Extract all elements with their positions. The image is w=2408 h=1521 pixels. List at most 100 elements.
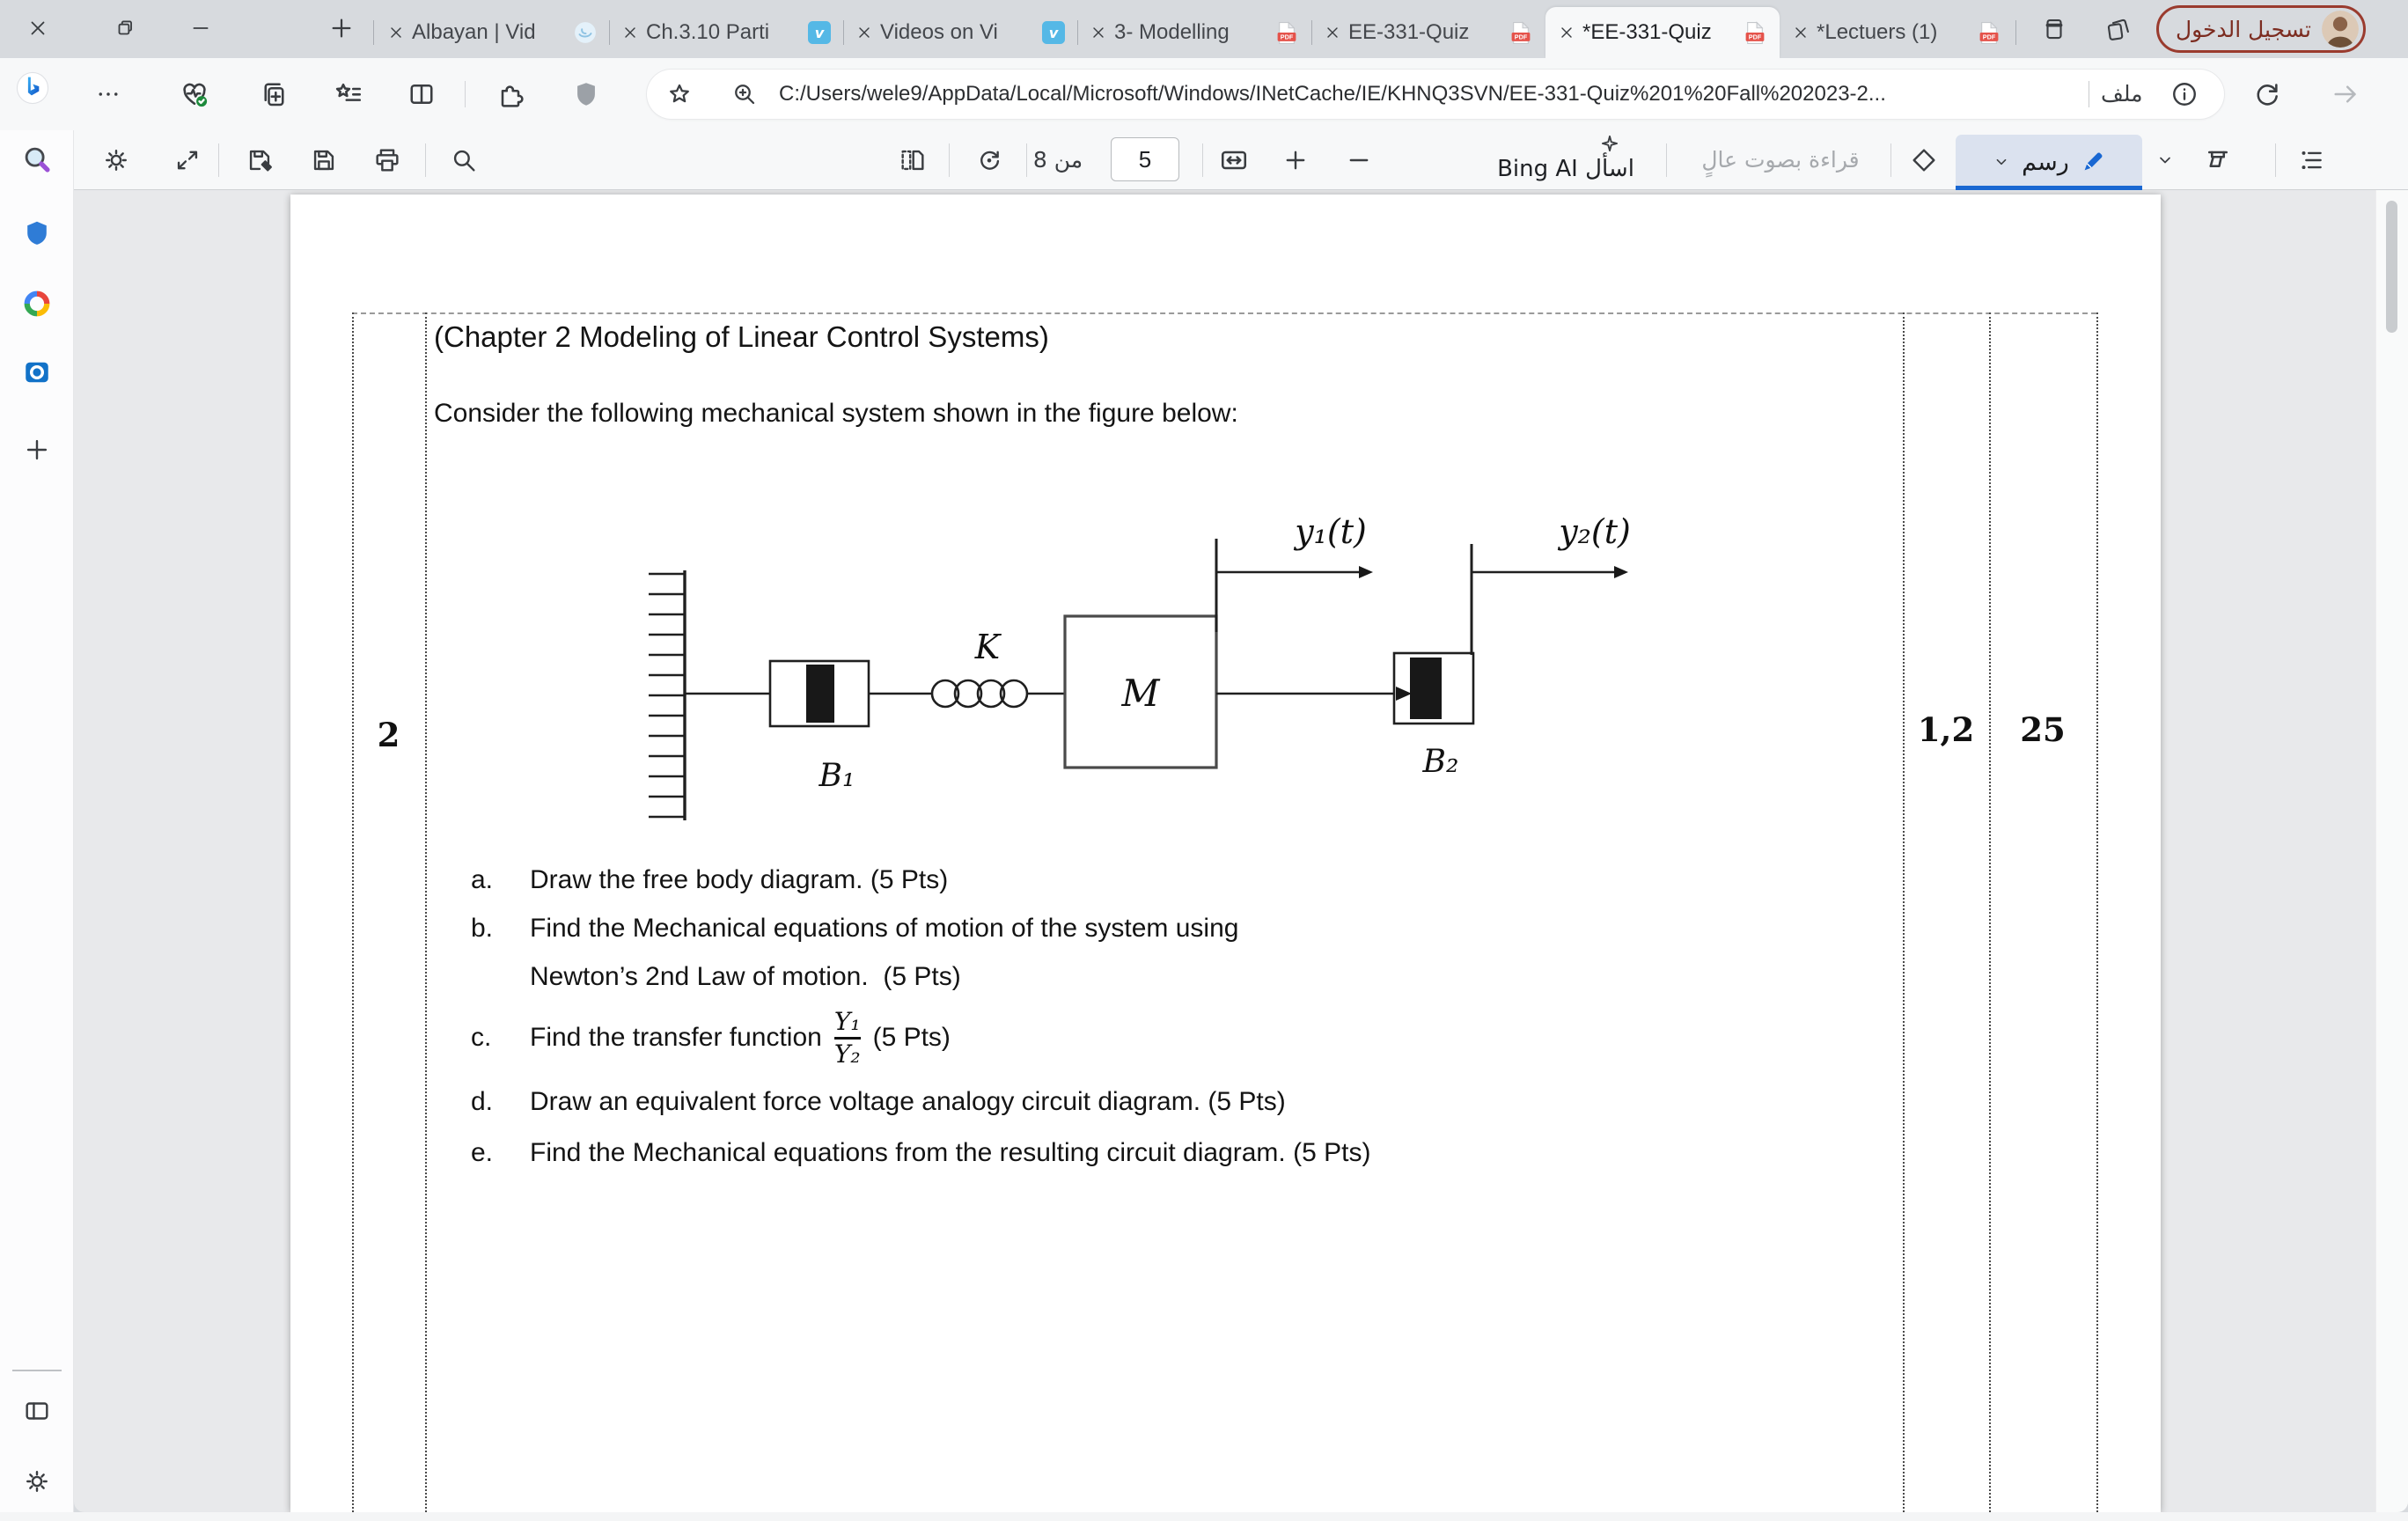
damper1-label: B₁ [819, 758, 855, 794]
transfer-function-fraction: Y₁ Y₂ [833, 1006, 861, 1069]
more-options-button[interactable] [92, 77, 125, 111]
split-screen-button[interactable] [405, 77, 438, 111]
mass-label: M [1120, 672, 1160, 715]
tab-ee331-quiz-active[interactable]: *EE-331-Quiz PDF [1545, 7, 1780, 58]
zoom-in-button[interactable] [1278, 143, 1313, 178]
tab-modelling-pdf[interactable]: 3- Modelling PDF [1077, 7, 1311, 58]
tab-title: *Lectuers (1) [1817, 20, 1938, 44]
find-in-document-button[interactable] [446, 143, 481, 178]
refresh-button[interactable] [2250, 77, 2284, 111]
scrollbar-thumb[interactable] [2386, 201, 2397, 333]
divider [2015, 20, 2016, 45]
damper2-label: B₂ [1422, 744, 1459, 780]
save-button[interactable] [306, 143, 341, 178]
highlight-options-button[interactable] [2147, 143, 2183, 178]
sidebar-search-button[interactable] [20, 143, 54, 176]
pdf-toolbar: من 8 اسأل Bing AI قراءة بصوت عالٍ رسم [0, 130, 2408, 190]
close-icon [31, 21, 45, 35]
close-icon[interactable] [855, 24, 873, 41]
clo-cell: 1,2 [1917, 710, 1975, 749]
password-manager-button[interactable] [569, 77, 603, 111]
chevron-down-icon [1996, 158, 2007, 165]
bing-sidebar-button[interactable] [16, 71, 49, 105]
ask-bing-ai-button[interactable]: اسأل Bing AI [1487, 130, 1644, 189]
print-button[interactable] [370, 143, 405, 178]
page-thumbnails-button[interactable] [895, 143, 930, 178]
browser-essentials-button[interactable] [178, 77, 211, 111]
divider [843, 20, 844, 45]
gear-icon [26, 1471, 48, 1492]
question-number-cell: 2 [377, 716, 400, 754]
address-bar[interactable]: C:/Users/wele9/AppData/Local/Microsoft/W… [647, 70, 2224, 119]
tab-ee331-quiz[interactable]: EE-331-Quiz PDF [1311, 7, 1545, 58]
window-minimize-button[interactable] [185, 12, 217, 44]
table-border [2096, 312, 2098, 1512]
favorite-this-page-button[interactable] [663, 77, 696, 111]
tab-title: Ch.3.10 Parti [646, 20, 770, 44]
close-icon[interactable] [1792, 24, 1810, 41]
window-restore-button[interactable] [109, 12, 141, 44]
table-border [1903, 312, 1905, 1512]
zoom-out-button[interactable] [1341, 143, 1377, 178]
tab-videos-on-vimeo[interactable]: Videos on Vi v [843, 7, 1077, 58]
divider [1202, 143, 1203, 177]
pen-icon [2084, 152, 2103, 171]
sidebar-image-creator-button[interactable] [20, 287, 54, 320]
url-text[interactable]: C:/Users/wele9/AppData/Local/Microsoft/W… [779, 82, 1886, 106]
sign-in-button[interactable]: تسجيل الدخول [2156, 5, 2366, 53]
sidebar-add-button[interactable] [20, 433, 54, 467]
fit-to-page-button[interactable] [170, 143, 205, 178]
save-as-button[interactable] [242, 143, 277, 178]
restore-icon [118, 20, 132, 35]
close-icon[interactable] [387, 24, 405, 41]
stacked-windows-icon [2107, 18, 2129, 40]
close-icon[interactable] [1324, 24, 1341, 41]
close-icon[interactable] [1090, 24, 1107, 41]
divider [465, 81, 466, 107]
add-to-collections-button[interactable] [256, 77, 290, 111]
page-number-input[interactable] [1111, 137, 1179, 181]
vertical-tabs-button[interactable] [2038, 13, 2070, 45]
close-icon[interactable] [621, 24, 639, 41]
sidebar-shopping-button[interactable] [20, 217, 54, 250]
close-icon[interactable] [1558, 24, 1575, 41]
rotate-icon [980, 151, 1000, 170]
extensions-button[interactable] [494, 77, 527, 111]
new-tab-button[interactable] [324, 11, 359, 46]
divider [1311, 20, 1312, 45]
erase-button[interactable] [1906, 143, 1942, 178]
tab-title: Albayan | Vid [412, 20, 536, 44]
highlighter-icon [2207, 151, 2228, 168]
question-item-b: b.Find the Mechanical equations of motio… [471, 914, 1239, 943]
panel-icon [26, 1402, 48, 1420]
favorites-button[interactable] [332, 77, 365, 111]
other-windows-button[interactable] [2102, 13, 2133, 45]
copy-plus-icon [264, 83, 284, 107]
svg-text:v: v [815, 25, 826, 41]
plus-icon [332, 18, 351, 38]
sidebar-outlook-button[interactable] [20, 356, 54, 389]
sidebar-toggle-button[interactable] [20, 1394, 54, 1428]
tab-ch310-particular[interactable]: Ch.3.10 Parti v [609, 7, 843, 58]
highlight-button[interactable] [2200, 143, 2235, 178]
rotate-button[interactable] [972, 143, 1007, 178]
question-intro: Consider the following mechanical system… [434, 399, 1238, 428]
fit-width-button[interactable] [1216, 143, 1252, 178]
contents-button[interactable] [2294, 143, 2329, 178]
scrollbar[interactable] [2375, 190, 2408, 1512]
svg-text:PDF: PDF [1749, 33, 1762, 41]
forward-button[interactable] [2329, 77, 2362, 111]
read-aloud-button[interactable]: قراءة بصوت عالٍ [1701, 147, 1860, 173]
zoom-search-button[interactable] [728, 77, 761, 111]
star-icon [670, 84, 689, 103]
draw-button[interactable]: رسم [1956, 135, 2142, 190]
sidebar-settings-button[interactable] [20, 1465, 54, 1498]
gear-icon [106, 150, 127, 171]
divider [1890, 143, 1891, 177]
tab-albayan[interactable]: Albayan | Vid [375, 7, 609, 58]
page-info-button[interactable] [2168, 77, 2201, 111]
pdf-viewport[interactable]: (Chapter 2 Modeling of Linear Control Sy… [74, 190, 2408, 1512]
tab-lectures[interactable]: *Lectuers (1) PDF [1780, 7, 2014, 58]
window-close-button[interactable] [22, 12, 54, 44]
pdf-settings-button[interactable] [99, 143, 134, 178]
